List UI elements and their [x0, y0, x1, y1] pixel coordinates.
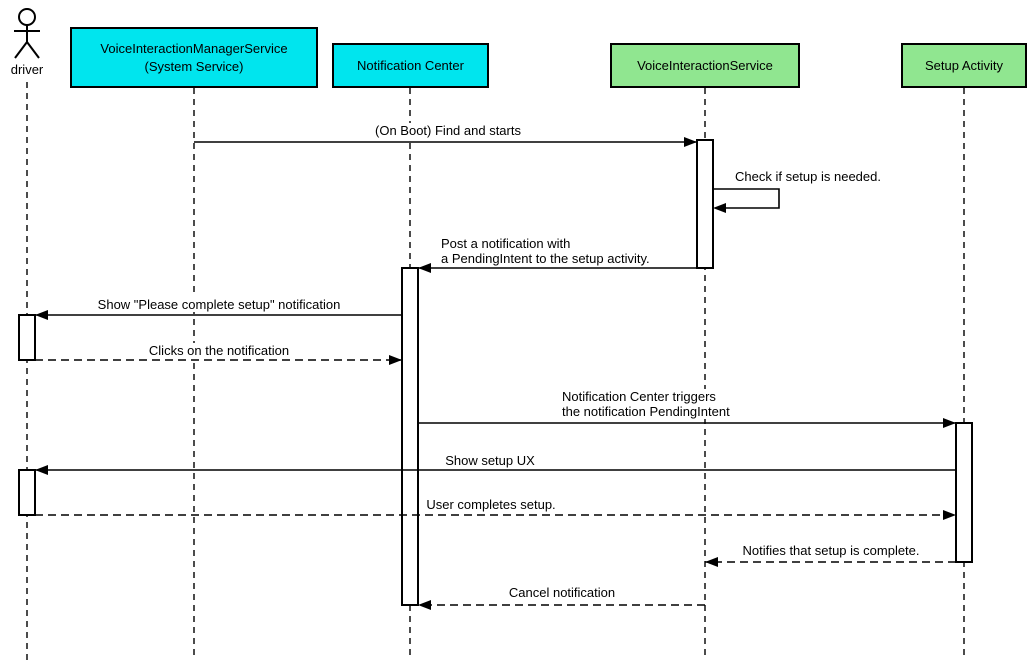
message-label-text: Cancel notification — [508, 585, 616, 600]
participant-label: (System Service) — [144, 58, 244, 74]
notification-center-activation — [401, 267, 419, 606]
message-label-text: Notifies that setup is complete. — [742, 543, 920, 558]
participant-label: Setup Activity — [924, 57, 1004, 73]
driver-activation-2 — [18, 469, 36, 516]
driver-activation-1 — [18, 314, 36, 361]
arrowhead-icon — [943, 510, 956, 520]
participant-label: VoiceInteractionService — [637, 57, 773, 73]
actor-label-driver: driver — [10, 62, 44, 77]
message-label-text: Show setup UX — [445, 453, 535, 468]
message-label-text: a PendingIntent to the setup activity. — [441, 251, 650, 266]
participant-box-voice-interaction-service: VoiceInteractionService — [610, 43, 800, 88]
setup-activity-activation — [955, 422, 973, 563]
message-label-3: Show "Please complete setup" notificatio… — [95, 297, 343, 312]
message-label-1: Check if setup is needed. — [733, 169, 883, 184]
message-label-text: Check if setup is needed. — [735, 169, 881, 184]
arrowhead-icon — [705, 557, 718, 567]
message-label-text: (On Boot) Find and starts — [375, 123, 521, 138]
arrowhead-icon — [418, 600, 431, 610]
arrowhead-icon — [389, 355, 402, 365]
message-label-text: Post a notification with — [441, 236, 571, 251]
message-label-6: Show setup UX — [443, 453, 537, 468]
participant-box-notification-center: Notification Center — [332, 43, 489, 88]
arrowhead-icon — [35, 465, 48, 475]
voice-interaction-service-activation — [696, 139, 714, 269]
arrowhead-icon — [35, 310, 48, 320]
arrowhead-icon — [713, 203, 726, 213]
message-label-text: Show "Please complete setup" notificatio… — [97, 297, 341, 312]
message-label-9: Cancel notification — [506, 585, 618, 600]
message-label-7: User completes setup. — [424, 497, 558, 512]
message-label-0: (On Boot) Find and starts — [373, 123, 523, 138]
actor-leg-icon — [14, 41, 28, 59]
message-label-4: Clicks on the notification — [146, 343, 292, 358]
arrowhead-icon — [943, 418, 956, 428]
message-label-text: Clicks on the notification — [148, 343, 290, 358]
message-label-8: Notifies that setup is complete. — [740, 543, 922, 558]
participant-box-voice-interaction-manager-service: VoiceInteractionManagerService (System Se… — [70, 27, 318, 88]
arrowhead-icon — [684, 137, 697, 147]
actor-leg-icon — [26, 41, 40, 59]
self-message-line — [713, 188, 780, 209]
message-label-text: User completes setup. — [426, 497, 556, 512]
participant-label: Notification Center — [357, 57, 464, 73]
message-label-text: Notification Center triggers — [562, 389, 716, 404]
participant-label: VoiceInteractionManagerService — [100, 40, 288, 56]
participant-box-setup-activity: Setup Activity — [901, 43, 1027, 88]
arrowhead-icon — [418, 263, 431, 273]
message-label-text: the notification PendingIntent — [562, 404, 730, 419]
